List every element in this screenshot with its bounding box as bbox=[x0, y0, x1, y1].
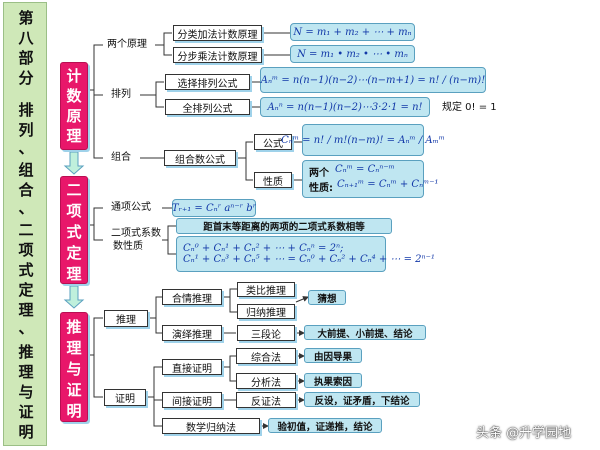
formula-add: N = m₁ + m₂ + ⋯ + mₙ bbox=[290, 23, 415, 41]
section-reasoning-proof: 推 理 与 证 明 bbox=[60, 312, 88, 422]
node-analogy-reasoning: 类比推理 bbox=[237, 282, 295, 297]
section-char: 项 bbox=[66, 202, 82, 220]
node-indirect-proof: 间接证明 bbox=[162, 392, 222, 408]
chapter-title-char: 、 bbox=[18, 199, 34, 217]
node-inductive-reasoning: 归纳推理 bbox=[237, 304, 295, 319]
chapter-title-char: 推 bbox=[18, 343, 34, 361]
node-reasoning: 推理 bbox=[104, 310, 148, 327]
node-combination-formula: 组合数公式 bbox=[164, 150, 236, 166]
formula-mul: N = m₁ • m₂ • ⋯ • mₙ bbox=[290, 45, 415, 63]
flow-arrow-1 bbox=[63, 151, 85, 175]
node-general-term: 通项公式 bbox=[111, 202, 151, 213]
formula-full-permutation: Aₙⁿ = n(n−1)(n−2)⋯3·2·1 = n! bbox=[260, 97, 430, 117]
node-analysis-method: 分析法 bbox=[236, 373, 296, 389]
chapter-title-char: 二 bbox=[18, 221, 34, 239]
chapter-title-char: 证 bbox=[18, 403, 34, 421]
properties-title: 两个 bbox=[309, 168, 329, 179]
node-binomial-coefficient: 二项式系数 bbox=[111, 228, 161, 239]
properties-title2: 性质: bbox=[309, 183, 333, 194]
chapter-title-char: 组 bbox=[18, 161, 34, 179]
node-add-principle: 分类加法计数原理 bbox=[173, 25, 262, 41]
node-formula: 公式 bbox=[254, 134, 292, 150]
node-properties: 性质 bbox=[254, 172, 292, 188]
node-full-permutation: 全排列公式 bbox=[165, 99, 250, 115]
section-char: 理 bbox=[66, 127, 82, 145]
section-char: 数 bbox=[66, 87, 82, 105]
formula-prop2: Cₙ₊₁ᵐ = Cₙᵐ + Cₙᵐ⁻¹ bbox=[337, 179, 439, 190]
formula-combination: Cₙᵐ = n! / m!(n−m)! = Aₙᵐ / Aₘᵐ bbox=[281, 124, 445, 156]
chapter-title-char: 分 bbox=[18, 69, 34, 87]
node-contradiction: 反证法 bbox=[236, 392, 296, 408]
formula-sum-box: Cₙ⁰ + Cₙ¹ + Cₙ² + ⋯ + Cₙⁿ = 2ⁿ; Cₙ¹ + Cₙ… bbox=[176, 236, 435, 272]
chapter-title-char: 与 bbox=[18, 383, 34, 401]
section-char: 推 bbox=[66, 318, 82, 336]
section-char: 式 bbox=[66, 223, 82, 241]
chapter-title-char: 定 bbox=[18, 281, 34, 299]
chapter-title-char: 部 bbox=[18, 49, 34, 67]
chapter-title-char: 理 bbox=[18, 363, 34, 381]
note-synthesis: 由因导果 bbox=[304, 348, 362, 363]
node-deductive-reasoning: 演绎推理 bbox=[162, 325, 222, 341]
watermark: 头条 @升学园地 bbox=[476, 426, 572, 441]
node-plausible-reasoning: 合情推理 bbox=[162, 289, 222, 305]
formula-select-permutation: Aₙᵐ = n(n−1)(n−2)⋯(n−m+1) = n! / (n−m)! bbox=[260, 67, 486, 93]
chapter-title-char: 理 bbox=[18, 301, 34, 319]
node-mul-principle: 分步乘法计数原理 bbox=[173, 47, 262, 63]
section-counting-principles: 计 数 原 理 bbox=[60, 62, 88, 150]
node-synthesis-method: 综合法 bbox=[236, 348, 296, 364]
section-char: 定 bbox=[66, 244, 82, 262]
node-direct-proof: 直接证明 bbox=[162, 359, 222, 375]
node-syllogism: 三段论 bbox=[237, 325, 295, 341]
node-proof: 证明 bbox=[104, 389, 146, 406]
chapter-title-panel: 第 八 部 分 排 列 、 组 合 、 二 项 式 定 理 、 推 理 与 证 … bbox=[3, 2, 47, 446]
node-select-permutation: 选择排列公式 bbox=[165, 74, 250, 90]
node-permutation: 排列 bbox=[111, 89, 131, 100]
chapter-title-char: 合 bbox=[18, 181, 34, 199]
chapter-title-char: 排 bbox=[18, 101, 34, 119]
chapter-title-char: 式 bbox=[18, 261, 34, 279]
note-syllogism: 大前提、小前提、结论 bbox=[304, 325, 426, 340]
note-math-induction: 验初值，证递推，结论 bbox=[268, 418, 382, 433]
formula-sum1: Cₙ⁰ + Cₙ¹ + Cₙ² + ⋯ + Cₙⁿ = 2ⁿ; bbox=[183, 243, 344, 254]
formula-sum2: Cₙ¹ + Cₙ³ + Cₙ⁵ + ⋯ = Cₙ⁰ + Cₙ² + Cₙ⁴ + … bbox=[183, 254, 435, 265]
node-combination: 组合 bbox=[111, 152, 131, 163]
chapter-title-char: 第 bbox=[18, 9, 34, 27]
chapter-title-char: 、 bbox=[18, 139, 34, 157]
flow-arrow-2 bbox=[63, 285, 85, 309]
convention-zero-factorial: 规定 0! = 1 bbox=[442, 102, 497, 113]
node-binomial-coefficient-2: 数性质 bbox=[113, 241, 143, 252]
node-two-principles: 两个原理 bbox=[107, 39, 147, 50]
section-char: 理 bbox=[66, 339, 82, 357]
section-char: 二 bbox=[66, 181, 82, 199]
section-char: 明 bbox=[66, 402, 82, 420]
chapter-title-char: 八 bbox=[18, 29, 34, 47]
chapter-title-char: 、 bbox=[18, 319, 34, 337]
note-guess: 猜想 bbox=[308, 290, 346, 305]
section-char: 证 bbox=[66, 381, 82, 399]
section-char: 计 bbox=[66, 67, 82, 85]
chapter-title-char: 项 bbox=[18, 241, 34, 259]
formula-equidistant: 距首末等距离的两项的二项式系数相等 bbox=[176, 218, 392, 234]
section-char: 理 bbox=[66, 265, 82, 283]
chapter-title-char: 列 bbox=[18, 121, 34, 139]
note-analysis: 执果索因 bbox=[304, 373, 362, 388]
section-binomial-theorem: 二 项 式 定 理 bbox=[60, 176, 88, 284]
chapter-title-char: 明 bbox=[18, 423, 34, 441]
note-contradiction: 反设，证矛盾，下结论 bbox=[304, 392, 420, 407]
section-char: 与 bbox=[66, 360, 82, 378]
formula-general-term: Tᵣ₊₁ = Cₙʳ aⁿ⁻ʳ bʳ bbox=[172, 199, 256, 217]
section-char: 原 bbox=[66, 107, 82, 125]
node-math-induction: 数学归纳法 bbox=[162, 418, 260, 434]
formula-prop1: Cₙᵐ = Cₙⁿ⁻ᵐ bbox=[335, 164, 395, 175]
formula-properties: 两个 Cₙᵐ = Cₙⁿ⁻ᵐ 性质: Cₙ₊₁ᵐ = Cₙᵐ + Cₙᵐ⁻¹ bbox=[302, 160, 439, 198]
